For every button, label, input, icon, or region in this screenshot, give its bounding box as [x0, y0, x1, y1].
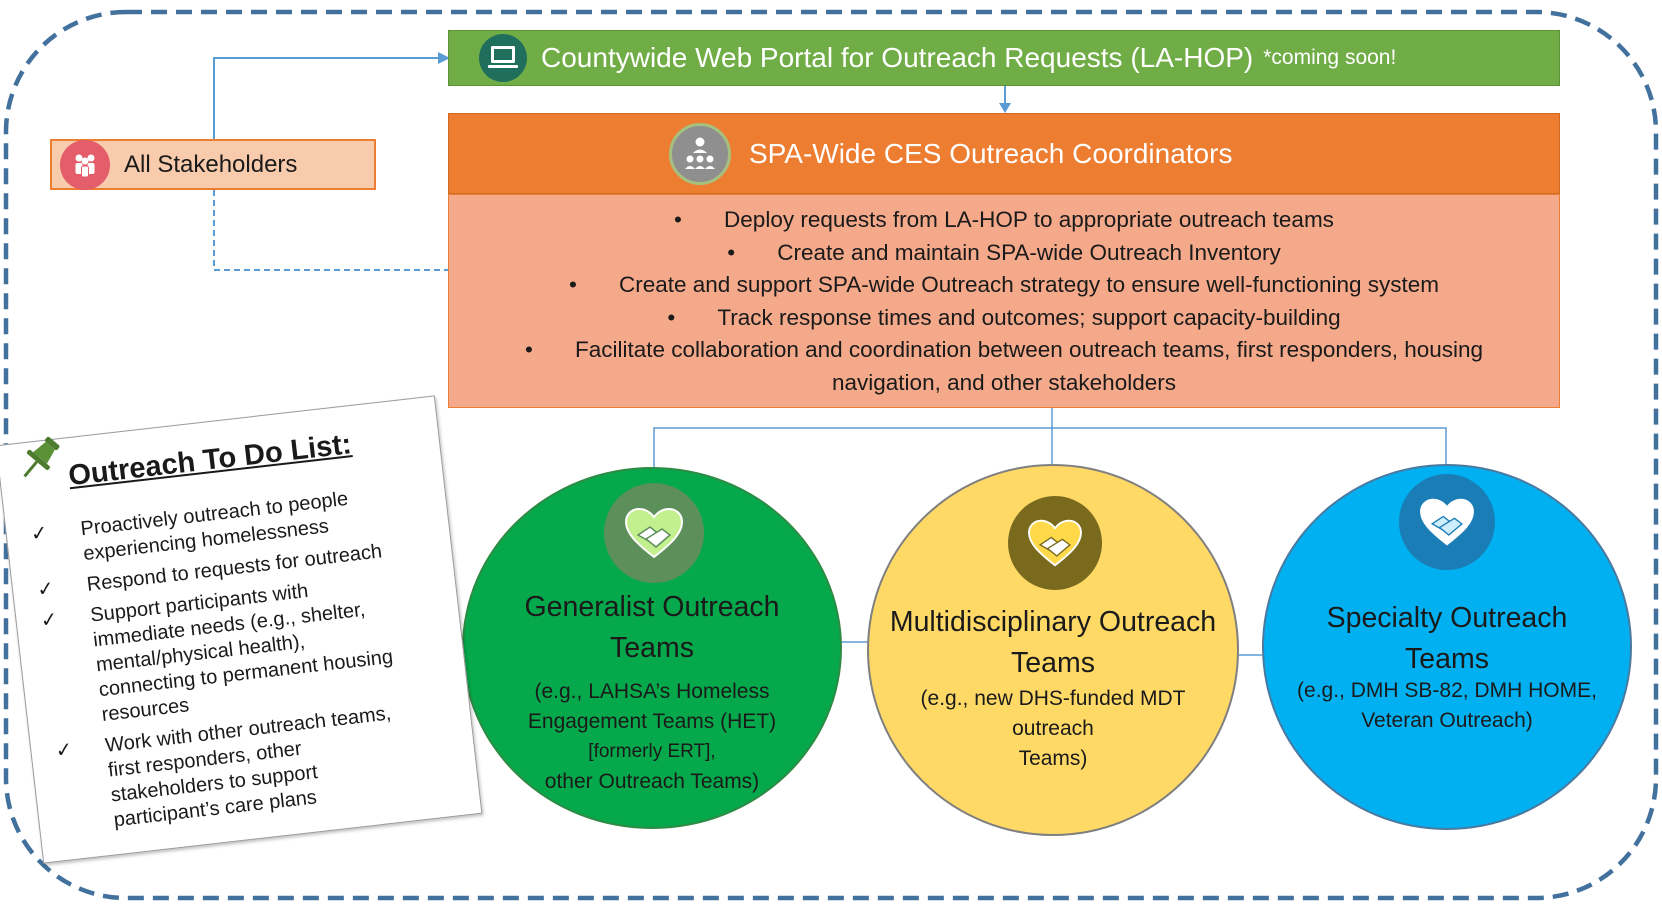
handshake-heart-icon — [604, 483, 704, 583]
portal-title: Countywide Web Portal for Outreach Reque… — [541, 42, 1254, 73]
specialty-teams-circle: Specialty Outreach Teams (e.g., DMH SB-8… — [1262, 464, 1632, 830]
group-people-icon — [60, 139, 110, 190]
specialty-title: Specialty Outreach Teams — [1326, 602, 1568, 675]
specialty-description: (e.g., DMH SB-82, DMH HOME, Veteran Outr… — [1297, 679, 1597, 732]
duty-item: •Create and maintain SPA-wide Outreach I… — [449, 237, 1559, 270]
checkmark-icon: ✓ — [29, 522, 49, 546]
generalist-title: Generalist Outreach Teams — [524, 591, 780, 664]
todo-heading: Outreach To Do List: — [66, 428, 354, 493]
team-hierarchy-icon — [669, 122, 731, 185]
computer-icon — [479, 34, 527, 82]
handshake-heart-icon — [1399, 474, 1495, 570]
bullet: • — [727, 239, 736, 265]
coordinators-header: SPA-Wide CES Outreach Coordinators — [448, 113, 1560, 194]
stakeholders-to-coordinators-dashed-line — [213, 190, 448, 271]
handshake-heart-icon — [1008, 496, 1102, 590]
multidisciplinary-title: Multidisciplinary Outreach Teams — [889, 606, 1217, 679]
bullet: • — [569, 272, 577, 297]
bullet: • — [674, 207, 682, 232]
generalist-teams-circle: Generalist Outreach Teams (e.g., LAHSA’s… — [462, 467, 842, 829]
pushpin-icon — [23, 436, 60, 478]
duty-item: •Create and support SPA-wide Outreach st… — [449, 269, 1559, 302]
portal-note: *coming soon! — [1263, 46, 1397, 69]
checkmark-icon: ✓ — [36, 577, 56, 602]
stakeholders-to-portal-arrow — [213, 57, 440, 139]
coordinators-title: SPA-Wide CES Outreach Coordinators — [749, 137, 1233, 169]
multidisciplinary-teams-circle: Multidisciplinary Outreach Teams (e.g., … — [867, 464, 1239, 836]
duty-item: •Facilitate collaboration and coordinati… — [449, 334, 1559, 367]
duty-item-continued: navigation, and other stakeholders — [832, 369, 1176, 395]
stakeholders-label: All Stakeholders — [124, 150, 298, 178]
all-stakeholders-box: All Stakeholders — [50, 139, 376, 190]
teams-branch-line — [653, 427, 1447, 467]
duty-item: •Deploy requests from LA-HOP to appropri… — [449, 204, 1559, 237]
web-portal-box: Countywide Web Portal for Outreach Reque… — [448, 30, 1560, 86]
bullet: • — [667, 304, 676, 330]
multidisciplinary-description: (e.g., new DHS-funded MDT outreach Teams… — [920, 687, 1186, 770]
bullet: • — [524, 337, 533, 362]
coordinators-duties: •Deploy requests from LA-HOP to appropri… — [448, 194, 1560, 408]
duty-item: •Track response times and outcomes; supp… — [449, 302, 1559, 335]
outreach-todo-note: Outreach To Do List: ✓ Proactively outre… — [0, 395, 483, 864]
generalist-description: (e.g., LAHSA’s Homeless Engagement Teams… — [527, 680, 777, 793]
